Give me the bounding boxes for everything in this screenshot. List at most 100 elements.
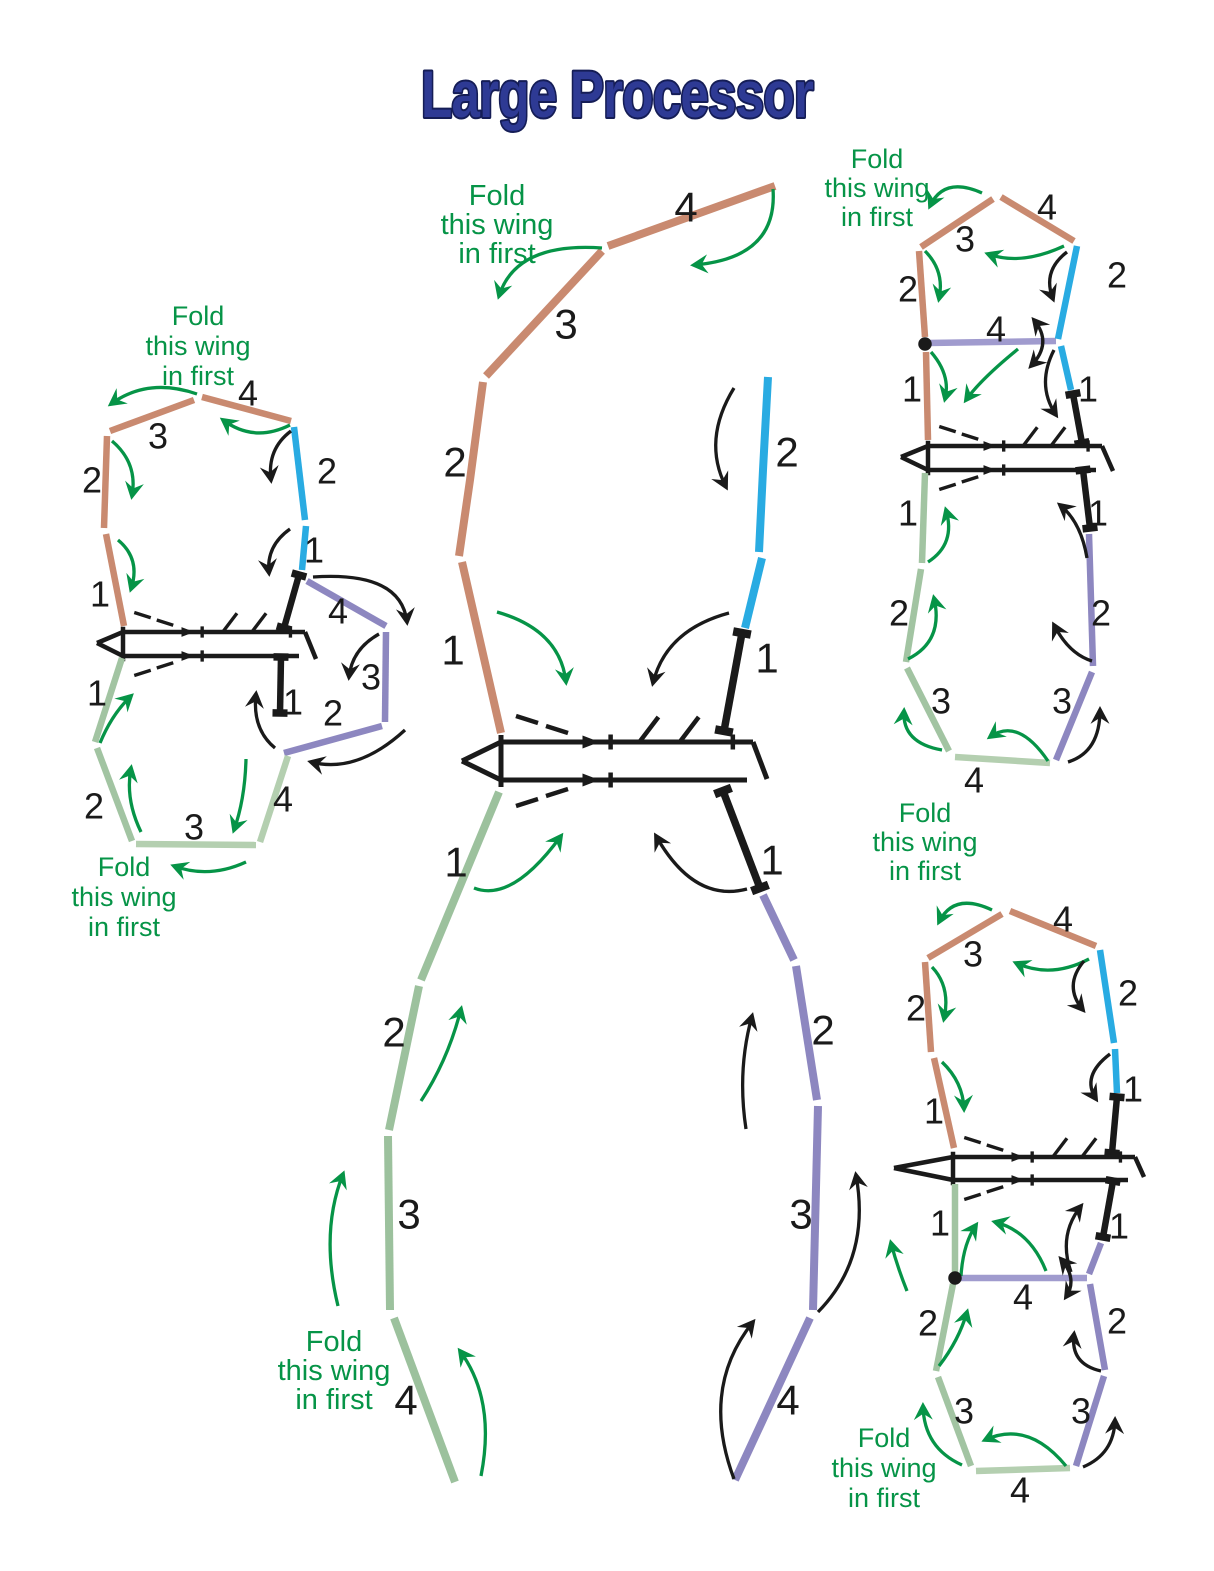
segment-number: 3 bbox=[931, 681, 951, 722]
segment-end-bar bbox=[1073, 437, 1091, 449]
dart-nose-edge bbox=[460, 739, 503, 764]
dart-diagonal-mark bbox=[637, 715, 661, 744]
wing-segment bbox=[1008, 907, 1098, 950]
fold-arrow bbox=[229, 758, 248, 834]
fold-arrow bbox=[923, 249, 952, 303]
segment-number: 1 bbox=[1088, 493, 1108, 534]
fold-arrow bbox=[690, 188, 775, 274]
segment-number: 4 bbox=[273, 779, 293, 820]
wing-segment bbox=[385, 985, 423, 1131]
segment-end-bar bbox=[714, 725, 734, 737]
segment-end-bar bbox=[1075, 465, 1091, 475]
dart-nose-edge bbox=[900, 454, 929, 473]
wing-segment bbox=[298, 525, 310, 571]
fold-arrow bbox=[654, 832, 748, 894]
fold-arrow bbox=[170, 860, 247, 880]
fold-arrow bbox=[893, 707, 943, 752]
fold-arrow bbox=[981, 1425, 1068, 1468]
fold-arrow bbox=[258, 527, 291, 577]
fold-note-line: Fold bbox=[858, 1423, 911, 1453]
segment-number: 4 bbox=[328, 591, 348, 632]
wing-segment bbox=[792, 965, 821, 1101]
fold-arrow bbox=[219, 417, 291, 436]
fold-arrow bbox=[929, 350, 958, 403]
fold-arrow bbox=[457, 1347, 487, 1477]
segment-number: 2 bbox=[906, 988, 926, 1029]
wing-segment bbox=[417, 790, 503, 982]
fold-dash bbox=[515, 713, 539, 726]
wing-segment bbox=[201, 393, 292, 425]
wing-segment bbox=[741, 557, 766, 629]
fold-note-line: in first bbox=[295, 1384, 372, 1416]
wing-segment bbox=[384, 1135, 394, 1311]
wing-segment bbox=[1085, 1241, 1105, 1276]
fold-dash bbox=[938, 424, 957, 434]
fold-arrow bbox=[307, 728, 407, 775]
wing-segment bbox=[390, 1316, 459, 1484]
segment-number: 4 bbox=[674, 184, 697, 231]
wing-segment bbox=[135, 840, 257, 849]
segment-end-bar bbox=[275, 622, 293, 634]
segment-number: 4 bbox=[1053, 899, 1073, 940]
segment-number: 3 bbox=[554, 301, 577, 348]
segment-number: 2 bbox=[889, 593, 909, 634]
wing-segment bbox=[455, 381, 487, 557]
fold-arrow bbox=[907, 594, 947, 661]
fold-arrow bbox=[1064, 1202, 1084, 1273]
fold-arrow bbox=[473, 832, 564, 893]
fold-note-line: in first bbox=[889, 856, 962, 886]
fold-arrow bbox=[312, 574, 415, 626]
wing-segment bbox=[755, 376, 772, 553]
wing-segment bbox=[934, 1375, 975, 1468]
dart-diagonal-mark bbox=[677, 715, 701, 744]
fold-arrow bbox=[647, 611, 730, 687]
fold-note-line: this wing bbox=[278, 1355, 391, 1387]
segment-number: 1 bbox=[924, 1091, 944, 1132]
pivot-dot bbox=[918, 337, 932, 351]
dart-right-edge bbox=[1132, 1156, 1147, 1178]
segment-end-bar bbox=[713, 783, 733, 799]
fold-arrow bbox=[119, 764, 143, 833]
wing-segment-connector bbox=[280, 574, 303, 629]
fold-note-line: in first bbox=[88, 912, 161, 942]
wing-segment bbox=[975, 1464, 1071, 1475]
fold-arrow bbox=[984, 244, 1065, 268]
segment-number: 1 bbox=[1078, 369, 1098, 410]
fold-arrow bbox=[244, 690, 277, 750]
fold-arrow bbox=[991, 1216, 1048, 1272]
fold-note-line: Fold bbox=[469, 180, 525, 212]
fold-arrow bbox=[1040, 349, 1059, 419]
segment-number: 4 bbox=[1037, 187, 1057, 228]
fold-note-line: in first bbox=[458, 238, 535, 270]
fold-dash bbox=[938, 482, 957, 492]
segment-number: 1 bbox=[1123, 1069, 1143, 1110]
fold-arrow bbox=[719, 1318, 756, 1480]
segment-number: 1 bbox=[441, 627, 464, 674]
fold-note-line: Fold bbox=[172, 301, 225, 331]
wing-segment bbox=[1057, 345, 1075, 391]
segment-end-bar bbox=[290, 569, 308, 581]
segment-number: 2 bbox=[323, 693, 343, 734]
wing-segment bbox=[809, 1105, 822, 1311]
fold-note-line: Fold bbox=[851, 144, 904, 174]
segment-number: 2 bbox=[918, 1303, 938, 1344]
fold-arrow bbox=[927, 185, 983, 210]
dart-right-edge bbox=[302, 631, 319, 660]
segment-number: 4 bbox=[776, 1377, 799, 1424]
segment-end-bar bbox=[750, 880, 770, 896]
fold-arrow bbox=[959, 1221, 979, 1277]
segment-end-bar bbox=[1064, 388, 1082, 400]
fold-arrow bbox=[1066, 959, 1086, 1014]
segment-end-bar bbox=[1082, 523, 1098, 533]
dart-diagonal-mark bbox=[250, 612, 268, 634]
dart-diagonal-mark bbox=[1051, 1137, 1069, 1159]
fold-note-line: this wing bbox=[145, 331, 250, 361]
segment-number: 2 bbox=[1118, 973, 1138, 1014]
segment-number: 1 bbox=[760, 837, 783, 884]
fold-arrow bbox=[986, 721, 1050, 762]
dart-chevron-mark bbox=[983, 465, 997, 475]
dart-chevron-mark bbox=[983, 441, 997, 451]
wing-segment bbox=[1086, 1283, 1109, 1371]
